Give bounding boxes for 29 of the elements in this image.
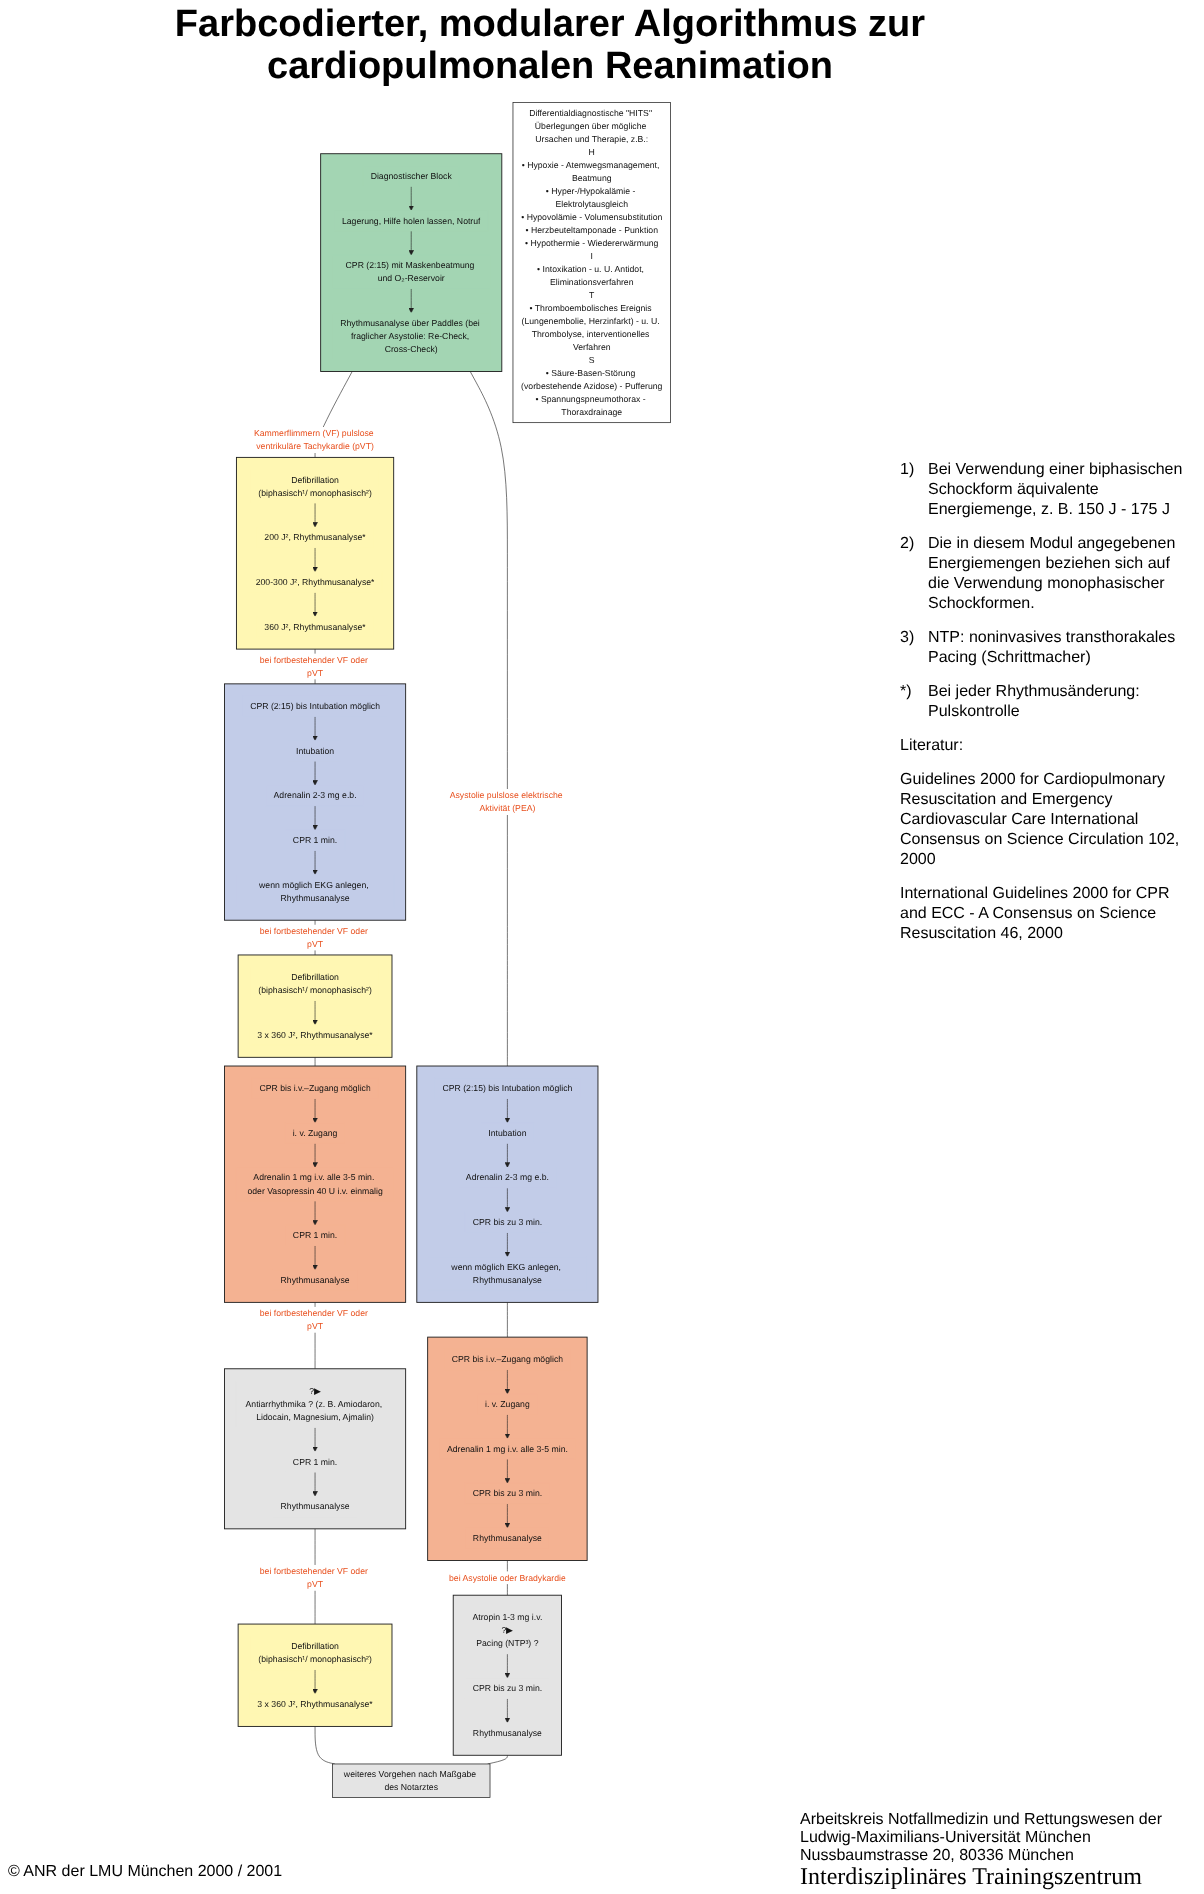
copyright-note: © ANR der LMU München 2000 / 2001 [8,1862,283,1880]
cluster [224,1368,407,1530]
cluster [416,1065,599,1303]
footnote-mark: 1) [900,460,917,480]
footnote-mark: *) [900,682,914,702]
footnote-text: Die in diesem Modul angegebenen Energiemengen beziehen sich auf die Verwendung monophasischer Schockformen. [928,534,1178,614]
cluster [427,1336,589,1561]
footnote-mark: 2) [900,534,917,554]
footnote-text: Bei jeder Rhythmusänderung: Pulskontrolle [928,682,1142,722]
reference-text: International Guidelines 2000 for CPR and ECC - A Consensus on Science Resuscitation 46, 2000 [900,884,1172,944]
footnote-text: Bei Verwendung einer biphasischen Schockform äquivalente Energiemenge, z. B. 150 J - 175 J [928,460,1185,520]
reference-text: Guidelines 2000 for Cardiopulmonary Resuscitation and Emergency Cardiovascular Care International Consensus on Science Circulation 102, 2000 [900,770,1182,870]
connector [470,371,509,1067]
cluster [236,456,395,650]
footnote-text: NTP: noninvasives transthorakales Pacing (Schrittmacher) [928,628,1178,668]
cluster [320,153,503,372]
diagram-title: Farbcodierter, modularer Algorithmus zur cardiopulmonalen Reanimation [172,4,928,88]
connector [315,1726,336,1765]
connector [315,1057,316,1067]
connector [507,1302,509,1338]
cluster [238,1623,393,1727]
cluster [224,683,407,921]
cluster [453,1594,563,1756]
institution-text: Arbeitskreis Notfallmedizin und Rettungswesen der Ludwig-Maximilians-Universität München Nussbaumstrasse 20, 80336 München [800,1810,1164,1864]
institution-text: Interdisziplinäres Trainingszentrum [800,1862,1142,1892]
cluster [224,1065,407,1303]
footnote-mark: 3) [900,628,917,648]
cluster [238,954,393,1058]
references-heading: Literatur: [900,736,966,756]
